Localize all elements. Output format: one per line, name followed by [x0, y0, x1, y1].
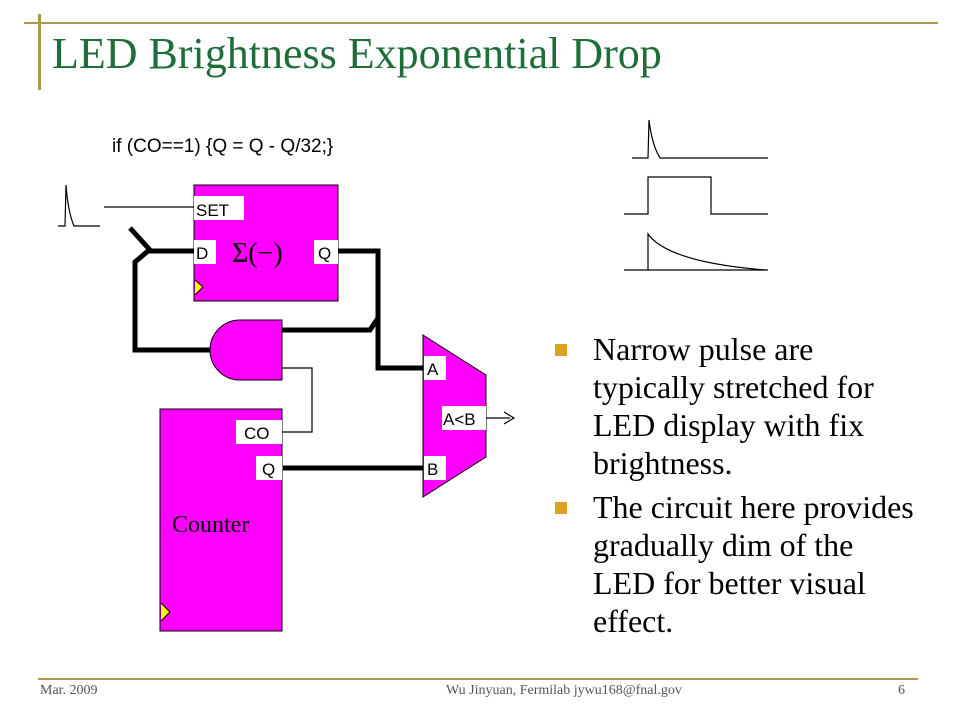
output-arrow-icon — [486, 411, 516, 425]
comparator-a-label: A — [427, 360, 439, 379]
bullet-item: Narrow pulse are typically stretched for… — [553, 330, 923, 482]
comparator-output-label: A<B — [443, 410, 476, 429]
accumulator-set-label: SET — [196, 201, 229, 220]
bullet-square-icon — [555, 344, 567, 356]
code-text: if (CO==1) {Q = Q - Q/32;} — [112, 136, 333, 157]
co-wire — [282, 367, 313, 433]
narrow-pulse-waveform — [632, 119, 768, 159]
slide-title: LED Brightness Exponential Drop — [52, 29, 662, 78]
accumulator-d-label: D — [196, 244, 208, 263]
bullet-text: Narrow pulse are typically stretched for… — [593, 331, 874, 481]
feedback-wires — [128, 226, 423, 471]
exponential-decay-waveform — [624, 232, 768, 271]
footer-page-number: 6 — [898, 683, 905, 698]
input-pulse-icon — [58, 184, 100, 227]
footer-author: Wu Jinyuan, Fermilab jywu168@fnal.gov — [446, 683, 682, 698]
title-frame-horizontal — [24, 22, 938, 24]
comparator-b-label: B — [427, 460, 438, 479]
footer-date: Mar. 2009 — [40, 683, 98, 698]
counter-block: CO Q Counter — [159, 408, 283, 632]
stretched-pulse-waveform — [624, 176, 768, 215]
counter-q-label: Q — [262, 460, 275, 479]
title-frame-vertical — [38, 14, 41, 90]
bullet-item: The circuit here provides gradually dim … — [553, 488, 923, 640]
accumulator-symbol: Σ(−) — [232, 238, 283, 269]
and-gate — [209, 319, 283, 381]
comparator-block: A B A<B — [422, 334, 487, 498]
accumulator-block: SET D Q Σ(−) — [193, 184, 339, 302]
counter-name-label: Counter — [172, 512, 249, 538]
counter-co-label: CO — [244, 424, 270, 443]
bullet-text: The circuit here provides gradually dim … — [593, 489, 914, 639]
bullet-square-icon — [555, 502, 567, 514]
bullet-list: Narrow pulse are typically stretched for… — [553, 330, 923, 646]
accumulator-q-label: Q — [318, 244, 331, 263]
footer-divider — [38, 678, 918, 680]
